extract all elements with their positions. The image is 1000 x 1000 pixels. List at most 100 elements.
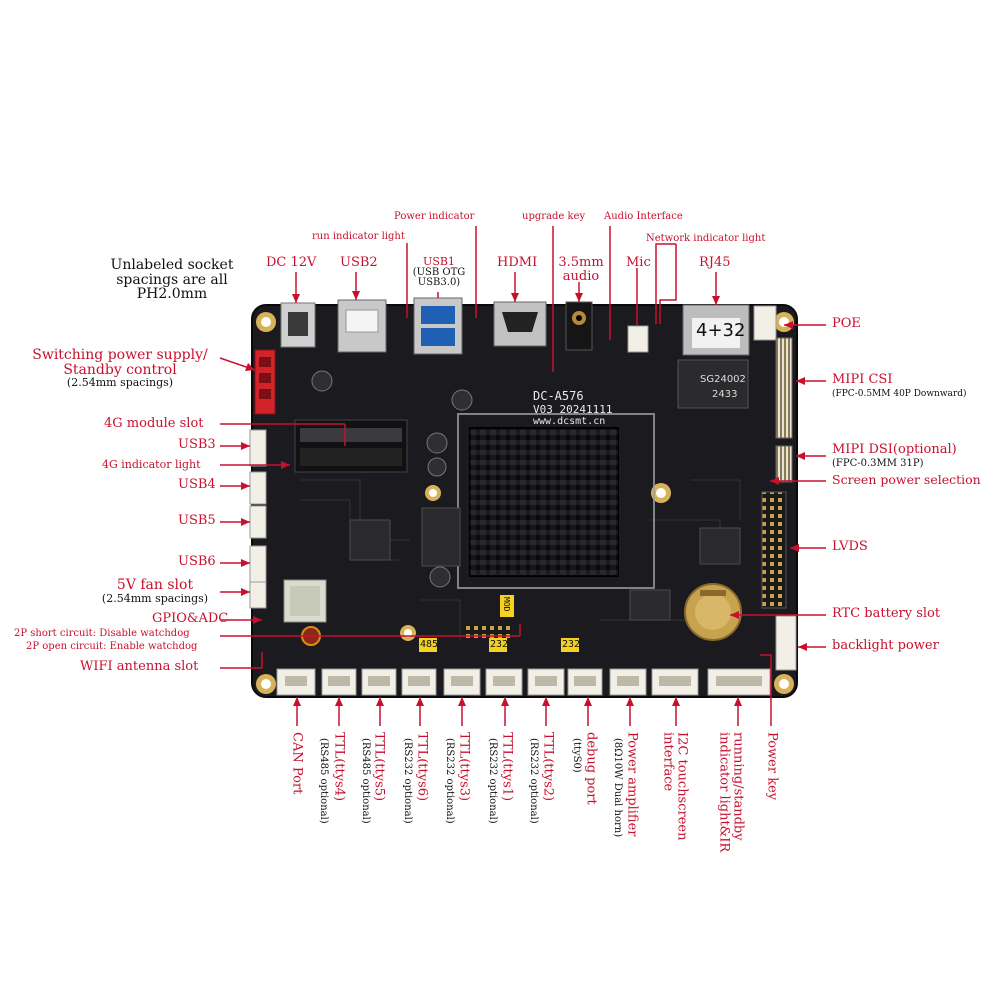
label-amp: Power amplifier — [624, 732, 640, 837]
label-ttys6: TTL(ttys6) — [414, 732, 430, 802]
label-i2c1: I2C touchscreen — [674, 732, 690, 841]
badge-mod: MOD — [501, 597, 511, 612]
label-network-indicator: Network indicator light — [646, 233, 766, 244]
label-gpio: GPIO&ADC — [152, 611, 229, 626]
label-hdmi: HDMI — [497, 255, 538, 270]
label-debug-sub: (ttyS0) — [571, 738, 582, 773]
label-usb1: USB1 — [423, 255, 455, 268]
poe-connector — [753, 305, 777, 341]
label-ttys1: TTL(ttys1) — [499, 732, 515, 802]
label-ttys2: TTL(ttys2) — [540, 732, 556, 802]
label-mipi-dsi: MIPI DSI(optional) — [832, 442, 957, 457]
label-amp-sub: (8Ω10W Dual horn) — [612, 738, 623, 838]
label-audio-interface: Audio Interface — [604, 211, 683, 222]
label-wifi: WIFI antenna slot — [80, 659, 199, 674]
capacitors — [311, 370, 473, 588]
note: Unlabeled socket spacings are all PH2.0m… — [92, 258, 252, 302]
badge-485-bg — [419, 638, 437, 652]
label-watchdog2: 2P open circuit: Enable watchdog — [26, 641, 198, 652]
label-ttys4-group: TTL(ttys4) — [330, 732, 348, 801]
label-mipi-csi: MIPI CSI — [832, 372, 893, 387]
label-can: CAN Port — [289, 732, 305, 795]
label-audio-group: 3.5mm audio — [558, 256, 604, 283]
label-mic: Mic — [626, 255, 651, 270]
label-ttys3-sub: (RS232 optional) — [444, 738, 455, 824]
badge-mod-bg — [500, 595, 514, 617]
label-upgrade-key: upgrade key — [522, 211, 586, 222]
label-power-indicator: Power indicator — [394, 211, 475, 222]
label-fan2: (2.54mm spacings) — [101, 591, 209, 605]
arrowheads — [241, 291, 807, 706]
badge-232b-bg — [561, 638, 579, 652]
mipi-dsi-fpc — [775, 445, 793, 483]
label-ttys1-sub: (RS232 optional) — [487, 738, 498, 824]
label-backlight: backlight power — [832, 638, 939, 653]
label-audio35-sub: audio — [562, 268, 600, 284]
note-line1: Unlabeled socket — [110, 257, 234, 273]
label-run-indicator: run indicator light — [312, 231, 405, 242]
board-website: www.dcsmt.cn — [533, 416, 606, 427]
label-usb3: USB3 — [178, 437, 216, 452]
label-poe: POE — [832, 316, 861, 331]
lvds-header — [761, 491, 787, 609]
label-usb2: USB2 — [340, 255, 378, 270]
rj45-sticker: 4+32 — [696, 320, 746, 341]
label-audio35: 3.5mm — [558, 255, 604, 270]
board-version: V03 20241111 — [533, 403, 613, 416]
mipi-csi-fpc — [775, 337, 793, 439]
label-mipi-csi-sub: (FPC-0.5MM 40P Downward) — [832, 389, 967, 399]
label-rj45: RJ45 — [699, 255, 731, 270]
label-fan-group: 5V fan slot (2.54mm spacings) — [90, 578, 220, 604]
badge-232b: 232 — [562, 639, 581, 650]
label-rtc: RTC battery slot — [832, 606, 941, 621]
label-switching1: Switching power supply/ — [32, 347, 208, 363]
backlight-connector — [775, 615, 797, 671]
label-run1: running/standby — [730, 732, 746, 841]
left-connectors — [249, 429, 267, 609]
label-usb1-sub1: (USB OTG — [412, 266, 466, 278]
label-ttys3: TTL(ttys3) — [456, 732, 472, 802]
label-switching2: Standby control — [63, 361, 177, 378]
label-4g-indicator: 4G indicator light — [102, 458, 201, 471]
dc-jack — [280, 302, 316, 348]
rj45-chip-label: SG24002 — [700, 374, 746, 385]
label-mipi-dsi-sub: (FPC-0.3MM 31P) — [832, 458, 924, 469]
callout-lines — [219, 226, 826, 726]
emmc-chip — [349, 519, 391, 561]
label-dc12v: DC 12V — [266, 255, 317, 270]
label-debug: debug port — [583, 732, 599, 805]
badge-232a: 232 — [490, 639, 509, 650]
label-usb4: USB4 — [178, 477, 216, 492]
label-usb1-sub2: USB3.0) — [417, 277, 461, 289]
label-usb6: USB6 — [178, 554, 216, 569]
label-ttys5: TTL(ttys5) — [371, 732, 387, 802]
label-ttys2-sub: (RS232 optional) — [528, 738, 539, 824]
small-chip — [629, 589, 671, 621]
label-fan1: 5V fan slot — [116, 577, 194, 593]
label-ttys6-sub: (RS232 optional) — [402, 738, 413, 824]
lan-transformer — [677, 359, 749, 409]
label-ttys4-sub: (RS485 optional) — [318, 738, 329, 824]
rj45-chip-code: 2433 — [712, 389, 738, 400]
label-power-key: Power key — [764, 732, 780, 801]
label-switching-group: Switching power supply/ Standby control … — [20, 348, 220, 389]
board-model: DC-A576 — [533, 389, 584, 403]
mic-connector — [627, 325, 649, 353]
label-usb5: USB5 — [178, 513, 216, 528]
note-line2: spacings are all — [116, 271, 228, 288]
audio-jack — [565, 301, 593, 351]
label-usb1-group: USB1 (USB OTG USB3.0) — [408, 256, 470, 289]
badge-232a-bg — [489, 638, 507, 652]
label-run2: indicator light&IR — [716, 732, 732, 853]
label-switching3: (2.54mm spacings) — [66, 376, 174, 390]
label-ttys5-sub: (RS485 optional) — [360, 738, 371, 824]
badge-485: 485 — [420, 639, 439, 650]
memory-chip — [421, 507, 461, 567]
label-watchdog1: 2P short circuit: Disable watchdog — [14, 628, 190, 639]
label-i2c2: interface — [660, 732, 676, 792]
label-ttys4: TTL(ttys4) — [331, 732, 347, 802]
label-screen-power: Screen power selection — [832, 472, 981, 487]
label-4g-slot: 4G module slot — [104, 416, 204, 431]
